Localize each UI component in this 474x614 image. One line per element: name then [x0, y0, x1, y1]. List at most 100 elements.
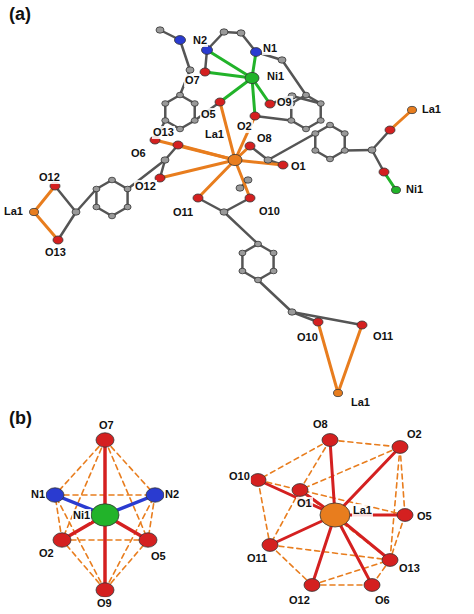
- bond-line: [258, 280, 292, 312]
- carbon-atom: [109, 213, 116, 219]
- carbon-atom: [220, 209, 228, 215]
- carbon-atom: [341, 131, 348, 137]
- polyhedron-edge: [300, 447, 400, 490]
- carbon-atom: [124, 204, 131, 210]
- carbon-atom: [255, 277, 262, 283]
- atom-label: O11: [372, 330, 394, 343]
- bond-line: [255, 116, 291, 121]
- carbon-atom: [220, 29, 228, 35]
- polyhedron-edge: [258, 480, 270, 545]
- atom-label: O5: [150, 550, 167, 563]
- carbon-atom: [236, 185, 244, 191]
- atom-label: O5: [200, 108, 217, 121]
- atom-label: O1: [290, 160, 307, 173]
- carbon-atom: [288, 118, 295, 124]
- atom-label: Ni1: [72, 509, 91, 522]
- panel-letter: (b): [8, 408, 33, 428]
- oxygen-atom: [53, 236, 63, 244]
- carbon-atom: [162, 118, 169, 124]
- polyhedron-edge: [312, 584, 372, 586]
- oxygen-atom: [278, 161, 288, 169]
- atom-label: O1: [296, 497, 313, 510]
- atom-label: O9: [96, 597, 113, 610]
- carbon-atom: [186, 67, 194, 73]
- oxygen-atom: [245, 142, 255, 150]
- carbon-atom: [255, 241, 262, 247]
- oxygen-atom: [385, 126, 395, 134]
- carbon-atom: [278, 57, 286, 63]
- carbon-atom: [244, 177, 252, 183]
- carbon-atom: [368, 147, 376, 153]
- oxygen-atom: [200, 68, 210, 76]
- carbon-atom: [303, 126, 310, 132]
- lanthanum-atom: [228, 154, 242, 165]
- oxygen-atom: [193, 194, 203, 202]
- carbon-atom: [303, 92, 310, 98]
- carbon-atom: [317, 118, 324, 124]
- nickel-atom: [245, 72, 259, 83]
- carbon-atom: [162, 101, 169, 107]
- oxygen-atom: [215, 98, 225, 106]
- oxygen-atom: [382, 554, 398, 567]
- atom-label: La1: [352, 504, 373, 517]
- atom-label: O8: [312, 418, 329, 431]
- bond-line: [282, 60, 306, 95]
- carbon-atom: [109, 177, 116, 183]
- atom-label: O6: [374, 594, 391, 607]
- oxygen-atom: [304, 579, 320, 592]
- oxygen-atom: [313, 318, 323, 326]
- atom-label: La1: [350, 396, 371, 409]
- carbon-atom: [93, 204, 100, 210]
- atom-label: O11: [172, 206, 194, 219]
- carbon-atom: [239, 250, 246, 256]
- carbon-atom: [156, 27, 164, 33]
- atom-label: O2: [406, 428, 423, 441]
- bond-line: [58, 212, 76, 240]
- bond-line: [224, 212, 258, 244]
- la-bond: [160, 160, 235, 178]
- carbon-atom: [124, 186, 131, 192]
- atom-label: N2: [192, 34, 208, 47]
- polyhedron-edge: [270, 545, 390, 560]
- lanthanum-atom: [30, 208, 39, 215]
- polyhedron-edge: [390, 447, 400, 560]
- atom-label: La1: [421, 103, 442, 116]
- atom-label: O2: [38, 547, 55, 560]
- polyhedron-edge: [62, 540, 105, 590]
- nitrogen-atom: [175, 36, 186, 45]
- carbon-atom: [312, 131, 319, 137]
- oxygen-atom: [250, 112, 260, 120]
- atom-label: O6: [130, 147, 147, 160]
- carbon-atom: [239, 268, 246, 274]
- atom-label: O9: [276, 96, 293, 109]
- atom-label: N2: [164, 488, 180, 501]
- polyhedron-edge: [270, 545, 312, 585]
- nickel-atom: [91, 504, 119, 526]
- carbon-atom: [191, 101, 198, 107]
- atom-label: O7: [184, 74, 201, 87]
- oxygen-atom: [357, 321, 367, 329]
- atom-label: O8: [256, 132, 273, 145]
- bond-line: [292, 312, 362, 325]
- polyhedron-edge: [300, 440, 330, 490]
- carbon-atom: [327, 156, 334, 162]
- atom-label: O12: [288, 594, 311, 607]
- carbon-atom: [237, 30, 245, 36]
- atom-label: O13: [44, 246, 67, 259]
- carbon-atom: [270, 268, 277, 274]
- carbon-atom: [288, 309, 296, 315]
- carbon-atom: [191, 118, 198, 124]
- lanthanum-atom: [334, 389, 343, 396]
- atom-label: O5: [416, 510, 433, 523]
- oxygen-atom: [245, 194, 255, 202]
- bond-line: [268, 134, 315, 161]
- atom-label: O2: [236, 120, 253, 133]
- atom-label: Ni1: [266, 70, 285, 83]
- ni-bond: [207, 50, 252, 78]
- la-bond: [235, 116, 255, 160]
- lanthanum-atom: [320, 503, 350, 527]
- oxygen-atom: [250, 474, 266, 487]
- oxygen-atom: [265, 100, 275, 108]
- oxygen-atom: [379, 168, 389, 176]
- atom-label: N1: [262, 42, 278, 55]
